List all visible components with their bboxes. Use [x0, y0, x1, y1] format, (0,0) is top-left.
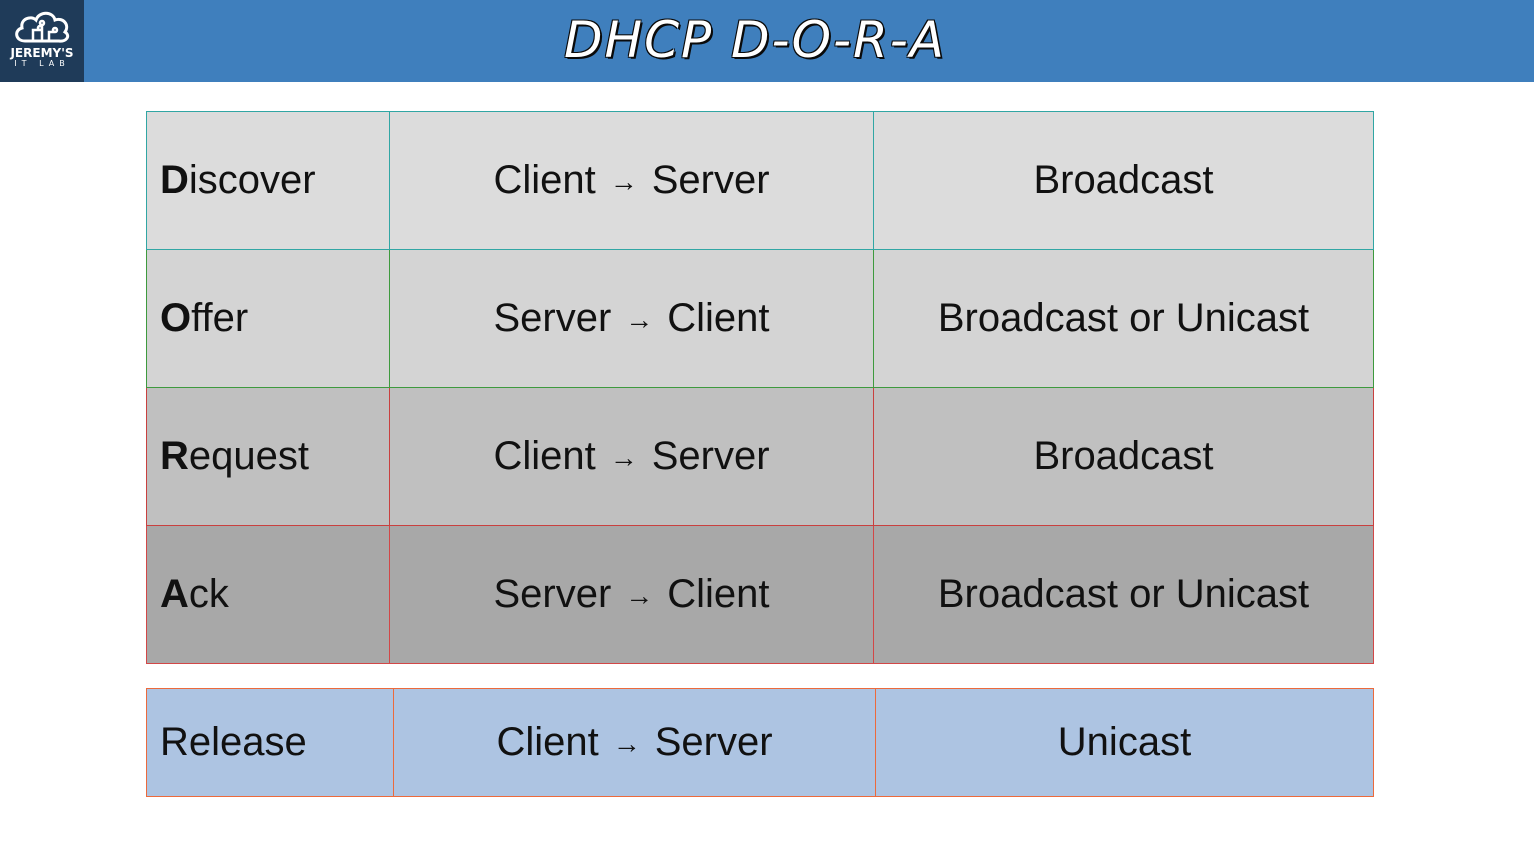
message-name-rest: iscover [188, 158, 316, 202]
logo-subtitle: IT LAB [14, 59, 70, 68]
brain-cloud-icon [15, 11, 70, 43]
message-name: Request [146, 387, 390, 526]
direction-from: Client [496, 720, 599, 764]
delivery-cell: Broadcast or Unicast [873, 525, 1374, 664]
delivery-type: Broadcast or Unicast [937, 572, 1310, 616]
right-arrow-icon: → [625, 304, 654, 336]
delivery-cell: Unicast [875, 688, 1374, 797]
right-arrow-icon: → [609, 166, 638, 198]
message-initial: D [160, 158, 189, 202]
dora-row: Ack Server → Client Broadcast or Unicast [146, 525, 1374, 664]
direction-cell: Client → Server [389, 387, 874, 526]
delivery-type: Broadcast [1033, 434, 1214, 478]
message-name: Release [146, 688, 394, 797]
direction-cell: Client → Server [393, 688, 876, 797]
direction-to: Client [667, 296, 770, 340]
direction-to: Server [654, 720, 773, 764]
direction-from: Server [493, 572, 612, 616]
message-name-rest: ffer [191, 296, 249, 340]
direction-from: Client [493, 434, 596, 478]
right-arrow-icon: → [625, 580, 654, 612]
message-name-rest: ck [188, 572, 229, 616]
message-name: Ack [146, 525, 390, 664]
release-row: Release Client → Server Unicast [146, 688, 1374, 797]
title-bar: JEREMY'S IT LAB DHCP D-O-R-A [0, 0, 1534, 82]
slide-title: DHCP D-O-R-A [564, 11, 946, 69]
direction-from: Client [493, 158, 596, 202]
direction-to: Client [667, 572, 770, 616]
delivery-cell: Broadcast [873, 111, 1374, 250]
direction-cell: Server → Client [389, 525, 874, 664]
dora-row: Offer Server → Client Broadcast or Unicast [146, 249, 1374, 388]
direction-to: Server [651, 158, 770, 202]
delivery-type: Broadcast [1033, 158, 1214, 202]
message-initial: O [160, 296, 192, 340]
message-name: Discover [146, 111, 390, 250]
jeremys-it-lab-logo: JEREMY'S IT LAB [0, 0, 84, 82]
message-initial: R [160, 434, 189, 478]
message-name-text: Release [160, 720, 307, 764]
delivery-type: Unicast [1057, 720, 1192, 764]
logo-name: JEREMY'S [10, 46, 74, 60]
release-table: Release Client → Server Unicast [146, 688, 1374, 797]
right-arrow-icon: → [612, 728, 641, 760]
delivery-cell: Broadcast [873, 387, 1374, 526]
dora-row: Discover Client → Server Broadcast [146, 111, 1374, 250]
right-arrow-icon: → [609, 442, 638, 474]
message-initial: A [160, 572, 189, 616]
direction-from: Server [493, 296, 612, 340]
direction-cell: Server → Client [389, 249, 874, 388]
dora-row: Request Client → Server Broadcast [146, 387, 1374, 526]
delivery-cell: Broadcast or Unicast [873, 249, 1374, 388]
direction-cell: Client → Server [389, 111, 874, 250]
direction-to: Server [651, 434, 770, 478]
delivery-type: Broadcast or Unicast [937, 296, 1310, 340]
message-name-rest: equest [188, 434, 309, 478]
message-name: Offer [146, 249, 390, 388]
